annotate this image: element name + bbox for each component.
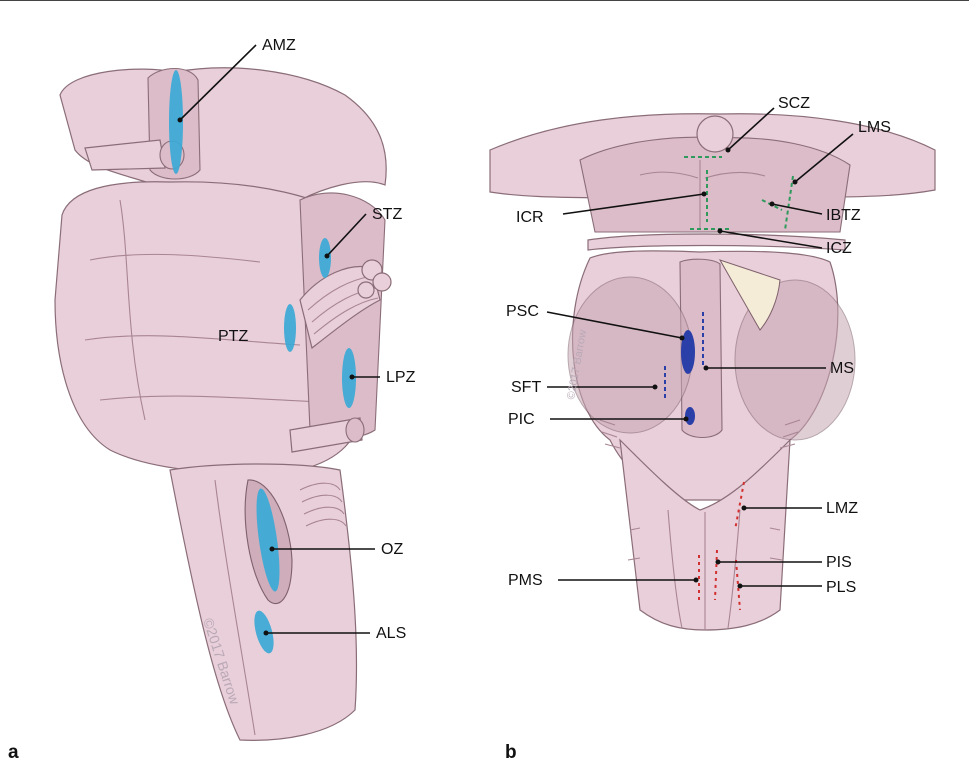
left-cerebellar-overlay bbox=[567, 276, 693, 434]
medulla-body bbox=[169, 463, 358, 741]
pons-fold-4 bbox=[99, 395, 321, 403]
amz-zone-marker bbox=[169, 70, 183, 174]
stz-zone-marker bbox=[319, 238, 331, 278]
ibtz-dashed bbox=[761, 199, 783, 211]
pons-fold-3 bbox=[84, 335, 301, 346]
label-als: ALS bbox=[376, 625, 406, 642]
collicular-fold-r bbox=[704, 171, 766, 179]
label-pls: PLS bbox=[826, 579, 856, 596]
facial-nerve-cut-end bbox=[345, 417, 365, 443]
rootlets-b bbox=[599, 419, 801, 561]
ptz-zone-marker bbox=[284, 304, 296, 352]
medulla-fold-1 bbox=[214, 479, 256, 736]
pons-fold-1 bbox=[119, 199, 146, 421]
panel-a-illustration bbox=[54, 67, 392, 741]
trigeminal-nerve bbox=[299, 259, 392, 350]
collicular-fold-l bbox=[639, 171, 699, 179]
label-lms: LMS bbox=[858, 119, 891, 136]
panel-b-illustration bbox=[489, 113, 936, 631]
label-oz: OZ bbox=[381, 541, 403, 558]
posterior-cerebral-artery-stump bbox=[84, 139, 166, 171]
top-border-line bbox=[0, 0, 969, 1]
label-icz: ICZ bbox=[826, 240, 852, 257]
median-sulcus-band bbox=[679, 258, 723, 439]
label-pms: PMS bbox=[508, 572, 543, 589]
facial-nerve-stump bbox=[289, 417, 363, 453]
pic-zone-marker bbox=[685, 407, 695, 425]
lpz-zone-marker bbox=[342, 348, 356, 408]
medulla-b-fold-2 bbox=[727, 509, 741, 629]
trochlear-nerve-band bbox=[587, 233, 846, 251]
lms-dashed bbox=[784, 175, 794, 231]
pineal-gland bbox=[696, 115, 734, 153]
label-pis: PIS bbox=[826, 554, 852, 571]
telovelotonsillar-membrane bbox=[718, 259, 781, 331]
lower-cranial-rootlets bbox=[299, 482, 347, 527]
oz-zone-marker bbox=[256, 488, 280, 592]
label-icr: ICR bbox=[516, 209, 544, 226]
pls-dashed bbox=[735, 559, 741, 611]
medulla-b-fold-1 bbox=[667, 509, 683, 629]
panel-b-leaders bbox=[546, 107, 854, 589]
label-psc: PSC bbox=[506, 303, 539, 320]
label-amz: AMZ bbox=[262, 37, 296, 54]
pons-fold-2 bbox=[89, 253, 261, 263]
psc-zone-marker bbox=[681, 330, 695, 374]
panel-a-leaders bbox=[177, 44, 380, 636]
lmz-dashed bbox=[734, 481, 745, 531]
pis-dashed bbox=[714, 549, 718, 601]
label-ibtz: IBTZ bbox=[826, 207, 861, 224]
label-ms: MS bbox=[830, 360, 854, 377]
label-ptz: PTZ bbox=[218, 328, 248, 345]
label-pic: PIC bbox=[508, 411, 535, 428]
midbrain-top-mass bbox=[59, 67, 387, 201]
label-sft: SFT bbox=[511, 379, 541, 396]
label-scz: SCZ bbox=[778, 95, 810, 112]
label-stz: STZ bbox=[372, 206, 402, 223]
panel-letter-b: b bbox=[505, 742, 517, 763]
panel-letter-a: a bbox=[8, 742, 19, 763]
label-lpz: LPZ bbox=[386, 369, 416, 386]
label-lmz: LMZ bbox=[826, 500, 858, 517]
